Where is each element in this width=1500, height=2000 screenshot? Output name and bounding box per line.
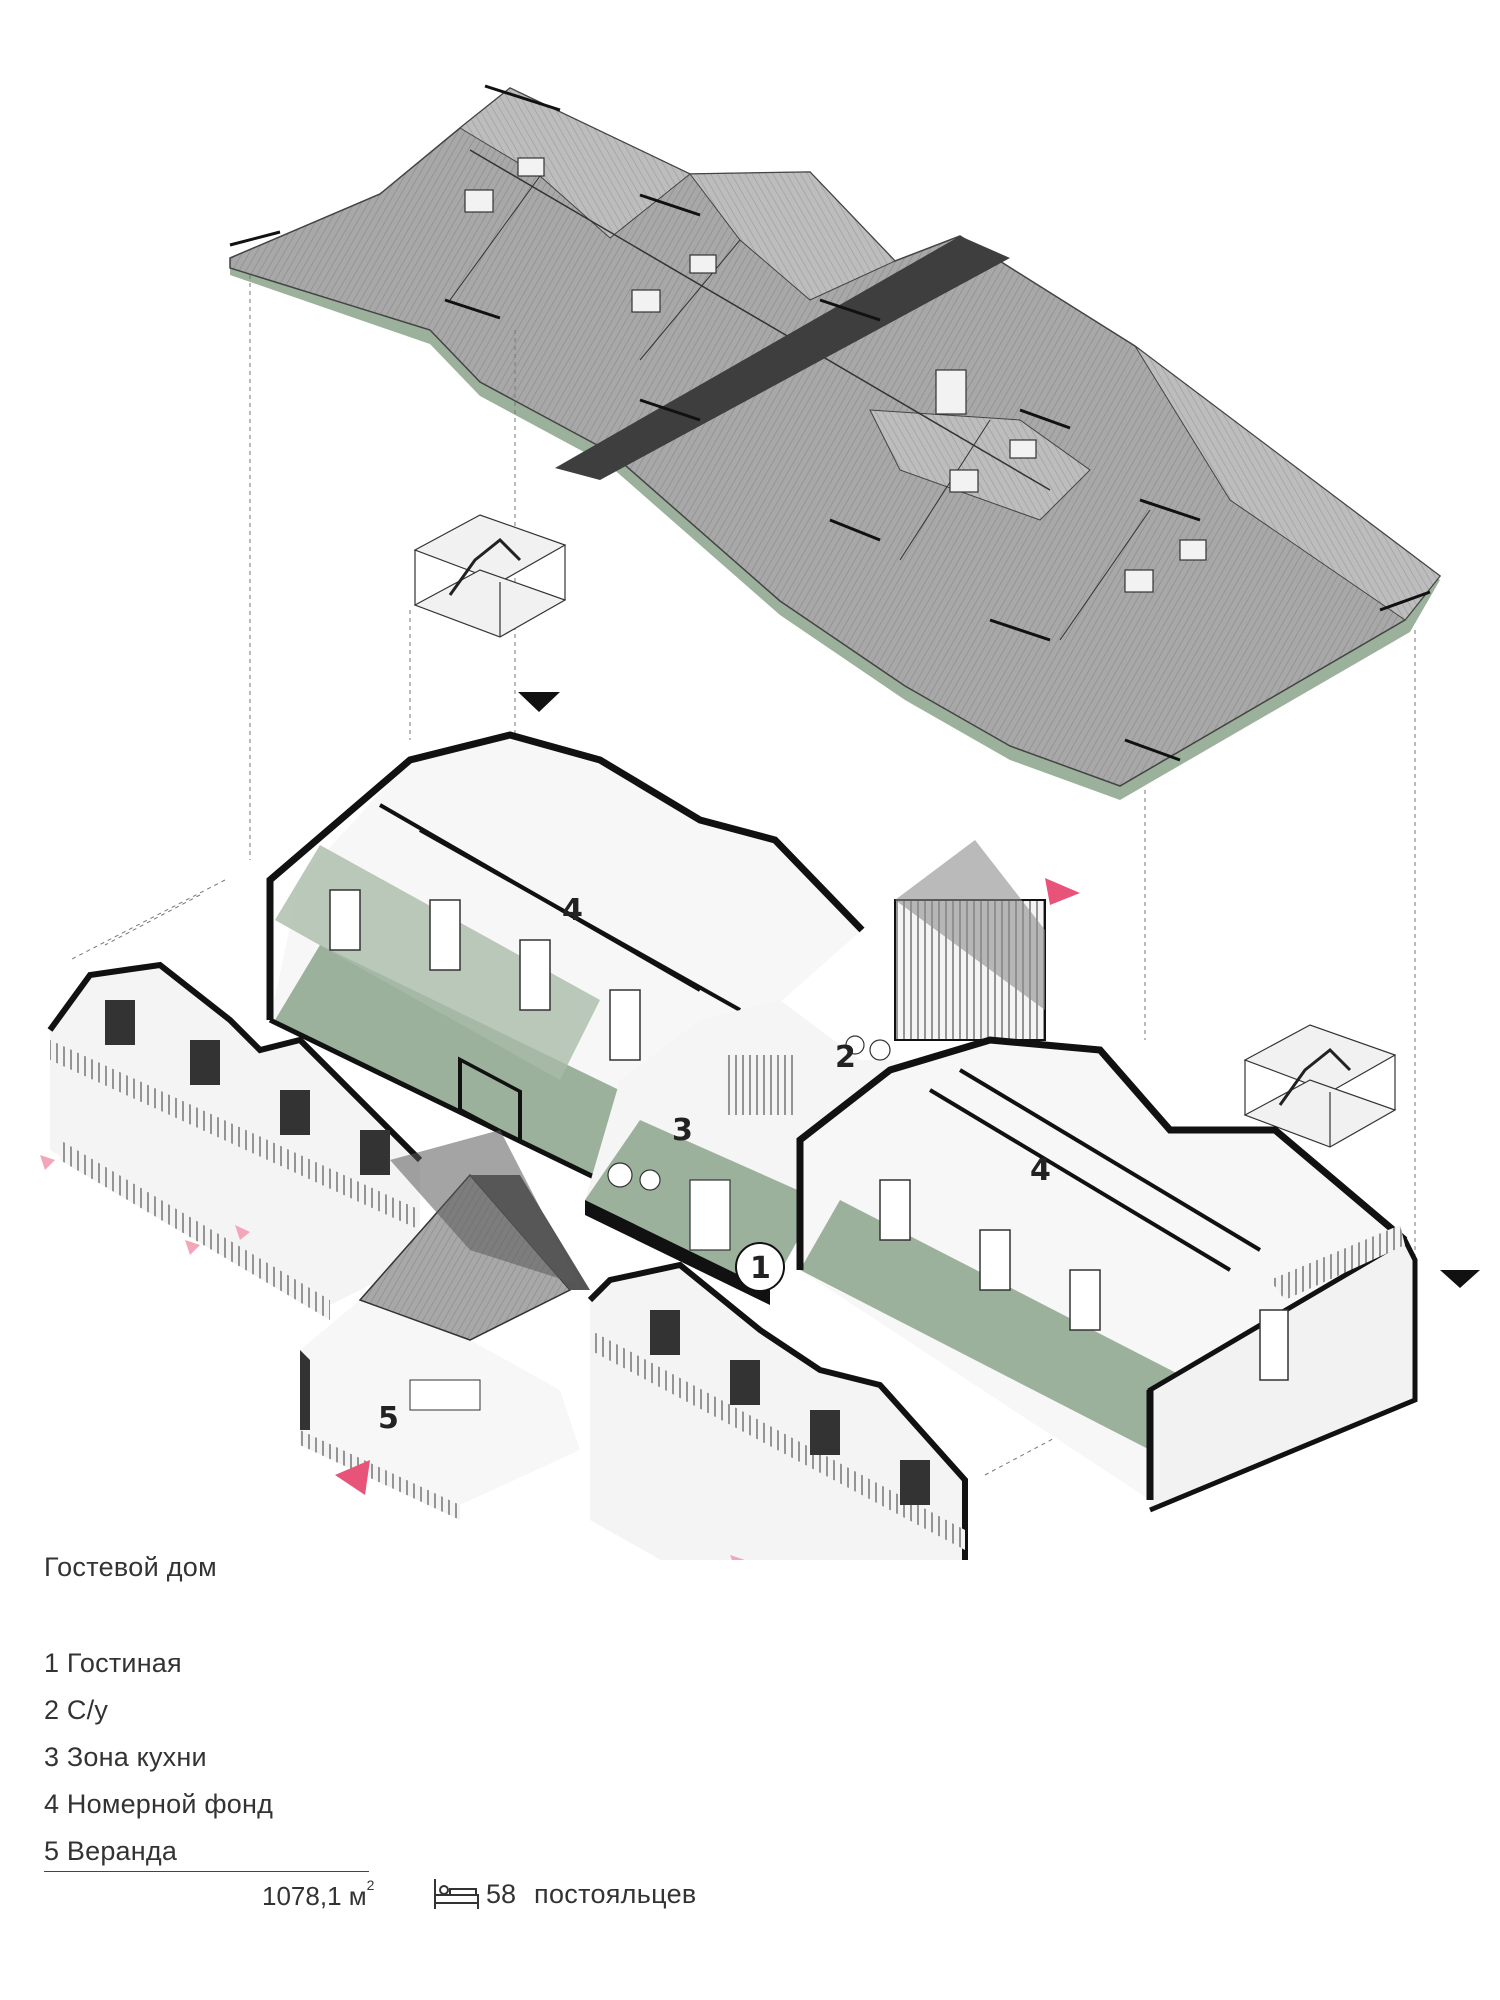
section-arrow-right [1440,1270,1480,1288]
section-arrow-top [518,692,560,712]
section-markers [40,692,1480,1560]
marker-4-upper: 4 [562,893,583,928]
room-block-upper [266,731,865,1183]
marker-2: 2 [835,1040,856,1075]
entrance-arrow-bottom [335,1460,370,1495]
legend-item: 2 С/у [44,1695,109,1725]
row-house-lower [587,1261,968,1560]
row-house-left [47,961,423,1320]
common-zone [585,840,1046,1305]
divider [44,1871,369,1872]
entrance-arrow-right [1045,878,1080,905]
bed-icon [434,1879,479,1909]
marker-5: 5 [378,1401,399,1436]
residents-count: 58 [486,1878,517,1909]
residents-label: постояльцев [534,1878,697,1909]
marker-4-right: 4 [1030,1153,1051,1188]
marker-3: 3 [672,1113,693,1148]
legend-item: 4 Номерной фонд [44,1789,274,1819]
room-block-right [796,1036,1418,1513]
residents-capacity: 58 постояльцев [432,1874,697,1914]
legend-item: 1 Гостиная [44,1648,182,1678]
exploded-axonometric-drawing: 4 2 3 4 1 5 [40,84,1480,1560]
roof-plan [229,84,1442,800]
marker-1: 1 [750,1251,771,1286]
area-unit-superscript: 2 [366,1877,375,1893]
area-value: 1078,1 м [262,1881,367,1911]
legend-list: 1 Гостиная 2 С/у 3 Зона кухни 4 Номерной… [44,1640,273,1875]
page-title: Гостевой дом [44,1552,217,1582]
legend-item: 3 Зона кухни [44,1742,207,1772]
stair-tower-left [413,514,567,638]
legend-item: 5 Веранда [44,1836,178,1866]
stair-tower-right [1243,1024,1397,1148]
veranda [300,1130,590,1520]
total-area: 1078,1 м2 [262,1877,374,1912]
marker-1-disc [735,1242,785,1292]
